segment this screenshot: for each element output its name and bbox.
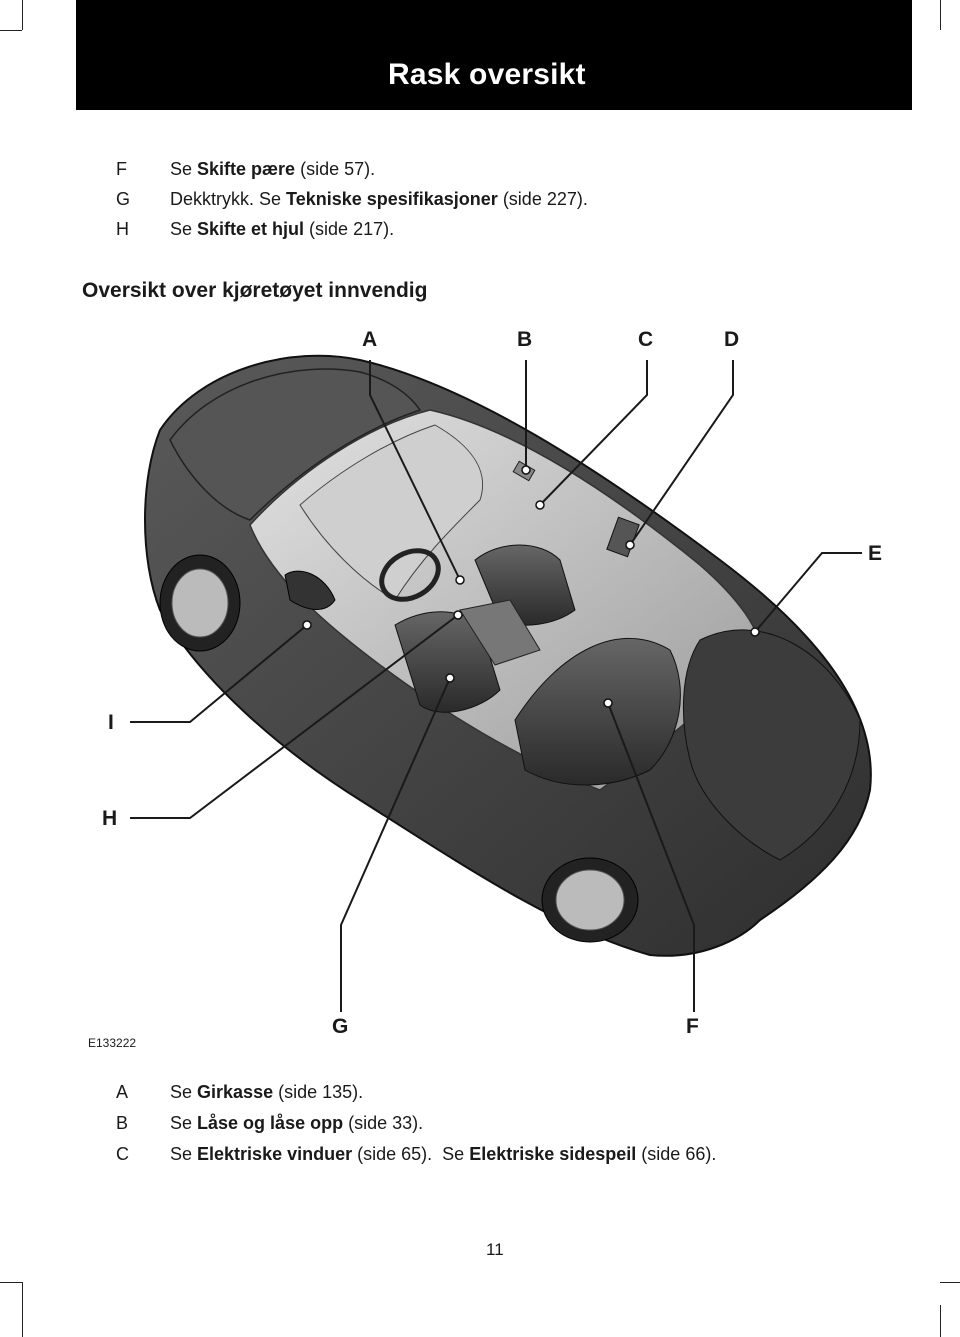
item-text-post-2: (side 66). <box>636 1144 717 1164</box>
leader-line-c <box>539 360 648 506</box>
item-text-bold: Låse og låse opp <box>197 1113 344 1133</box>
item-text: Se Girkasse (side 135). <box>170 1077 363 1107</box>
figure-code: E133222 <box>88 1036 137 1050</box>
crop-mark <box>940 1305 941 1337</box>
crop-mark <box>0 30 22 31</box>
callout-f: F <box>686 1015 699 1038</box>
callout-e: E <box>868 542 883 565</box>
leader-line-a <box>369 360 461 581</box>
callout-a: A <box>362 328 378 351</box>
callout-dot <box>455 575 465 585</box>
callout-dot <box>453 610 463 620</box>
item-text-pre: Se <box>170 1113 198 1133</box>
item-text-bold: Girkasse <box>197 1082 274 1102</box>
item-letter: F <box>116 159 127 179</box>
item-text-post: (side 227). <box>497 189 588 209</box>
leader-line-h <box>130 614 459 819</box>
callout-dot <box>445 673 455 683</box>
callout-d: D <box>724 328 740 351</box>
item-letter: B <box>116 1113 129 1133</box>
item-letter: G <box>116 189 131 209</box>
callout-b: B <box>517 328 533 351</box>
item-text: Dekktrykk. Se Tekniske spesifikasjoner (… <box>170 184 588 214</box>
leader-line-i <box>130 624 308 723</box>
item-text-bold-2: Elektriske sidespeil <box>469 1144 637 1164</box>
section-heading: Oversikt over kjøretøyet innvendig <box>82 279 428 302</box>
item-text-pre: Dekktrykk. Se <box>170 189 287 209</box>
page-number: 11 <box>486 1240 504 1259</box>
dashboard <box>299 424 484 601</box>
vehicle-interior-figure <box>130 354 872 1012</box>
callout-dot <box>750 627 760 637</box>
leader-line-f <box>607 702 695 1012</box>
page-title: Rask oversikt <box>388 58 586 91</box>
rear-seat <box>514 637 681 786</box>
item-letter: C <box>116 1144 129 1164</box>
callout-g: G <box>332 1015 349 1038</box>
crop-mark <box>22 0 23 30</box>
item-text: Se Skifte et hjul (side 217). <box>170 214 394 244</box>
item-letter: H <box>116 219 129 239</box>
item-text-pre-2: Se <box>442 1144 470 1164</box>
callout-dot <box>302 620 312 630</box>
leader-line-e <box>754 552 862 633</box>
trunk <box>682 629 861 861</box>
item-text-pre: Se <box>170 1144 198 1164</box>
car-hood <box>169 368 422 521</box>
crop-mark <box>22 1282 23 1337</box>
item-text-bold: Tekniske spesifikasjoner <box>286 189 498 209</box>
item-text-post: (side 33). <box>343 1113 424 1133</box>
driver-seat <box>394 611 501 713</box>
item-text-post: (side 57). <box>295 159 376 179</box>
item-text-bold: Elektriske vinduer <box>197 1144 353 1164</box>
callout-dot <box>625 540 635 550</box>
item-text-bold: Skifte pære <box>197 159 296 179</box>
item-text-pre: Se <box>170 1082 198 1102</box>
steering-wheel <box>379 548 441 602</box>
item-text-bold: Skifte et hjul <box>197 219 305 239</box>
item-text-pre: Se <box>170 219 198 239</box>
callout-dot <box>521 465 531 475</box>
crop-mark <box>0 1282 22 1283</box>
callout-i: I <box>108 711 114 734</box>
callout-dot <box>535 500 545 510</box>
item-text: Se Låse og låse opp (side 33). <box>170 1108 423 1138</box>
item-text-post: (side 65). <box>352 1144 443 1164</box>
header-bar <box>76 0 912 110</box>
leader-line-d <box>629 360 734 546</box>
crop-mark <box>940 0 941 30</box>
item-text: Se Skifte pære (side 57). <box>170 154 375 184</box>
item-text-post: (side 217). <box>304 219 395 239</box>
callout-h: H <box>102 807 118 830</box>
side-mirror <box>284 570 336 610</box>
item-text: Se Elektriske vinduer (side 65). Se Elek… <box>170 1139 716 1169</box>
crop-mark <box>940 1282 960 1283</box>
rear-wheel-rim <box>555 869 625 931</box>
front-wheel-rim <box>171 568 229 638</box>
item-letter: A <box>116 1082 129 1102</box>
leader-line-g <box>340 677 451 1012</box>
callout-c: C <box>638 328 654 351</box>
callout-dot <box>603 698 613 708</box>
item-text-pre: Se <box>170 159 198 179</box>
item-text-post: (side 135). <box>273 1082 364 1102</box>
center-console <box>459 599 541 666</box>
